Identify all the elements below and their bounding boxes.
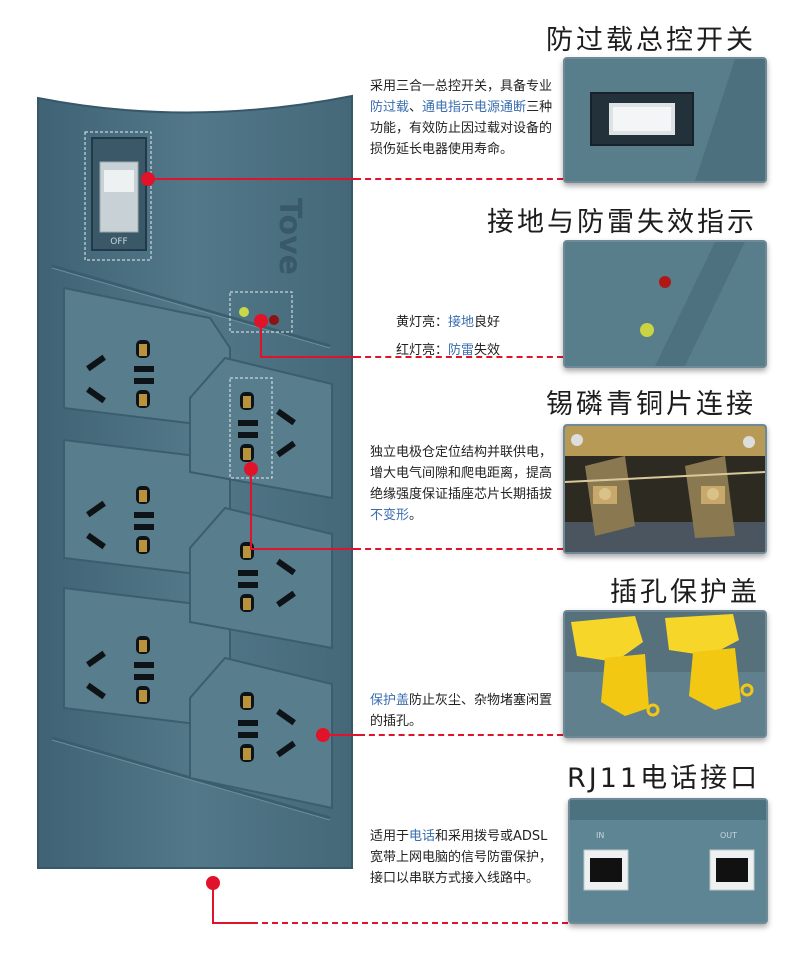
title-rj11: RJ11电话接口 <box>567 763 761 794</box>
desc-rj11: 适用于电话和采用拨号或ADSL宽带上网电脑的信号防雷保护，接口以串联方式接入线路… <box>370 829 553 886</box>
callout-dot-cover <box>316 728 330 742</box>
desc-socket-cover: 保护盖防止灰尘、杂物堵塞闲置的插孔。 <box>370 693 553 729</box>
socket-layer <box>86 340 296 762</box>
callout-line <box>212 922 252 924</box>
title-overload-switch: 防过载总控开关 <box>546 25 756 56</box>
photo-copper <box>563 424 767 554</box>
desc-ground-line1: 黄灯亮：接地良好 <box>396 315 501 330</box>
svg-text:IN: IN <box>596 831 604 840</box>
desc-copper-connection: 独立电极仓定位结构并联供电，增大电气间隙和爬电距离，提高绝缘强度保证插座芯片长期… <box>370 445 553 523</box>
callout-dot-switch <box>141 172 155 186</box>
callout-dash <box>252 922 568 924</box>
callout-dash <box>355 548 563 550</box>
title-socket-cover: 插孔保护盖 <box>610 577 760 608</box>
callout-dash <box>359 734 563 736</box>
callout-dot-rj11 <box>206 876 220 890</box>
title-ground-indicator: 接地与防雷失效指示 <box>487 207 757 238</box>
callout-line <box>250 470 252 550</box>
svg-text:OFF: OFF <box>110 237 127 247</box>
callout-line <box>250 548 355 550</box>
callout-line <box>260 320 262 358</box>
callout-line <box>324 734 359 736</box>
photo-switch <box>563 57 767 183</box>
power-strip-body: Tove OFF <box>37 94 353 869</box>
photo-cover <box>563 610 767 738</box>
callout-line <box>212 884 214 924</box>
desc-overload-switch: 采用三合一总控开关，具备专业防过载、通电指示电源通断三种功能，有效防止因过载对设… <box>370 79 553 157</box>
callout-dash <box>355 356 563 358</box>
callout-dot-copper <box>244 462 258 476</box>
photo-indicators <box>563 240 767 368</box>
callout-line <box>260 356 355 358</box>
photo-rj11: IN OUT <box>568 798 768 924</box>
desc-ground-line2: 红灯亮：防雷失效 <box>396 343 501 358</box>
callout-line <box>150 178 355 180</box>
svg-text:OUT: OUT <box>720 831 737 840</box>
title-copper-connection: 锡磷青铜片连接 <box>546 389 756 420</box>
callout-dash <box>355 178 563 180</box>
brand-logo: Tove <box>272 198 307 275</box>
